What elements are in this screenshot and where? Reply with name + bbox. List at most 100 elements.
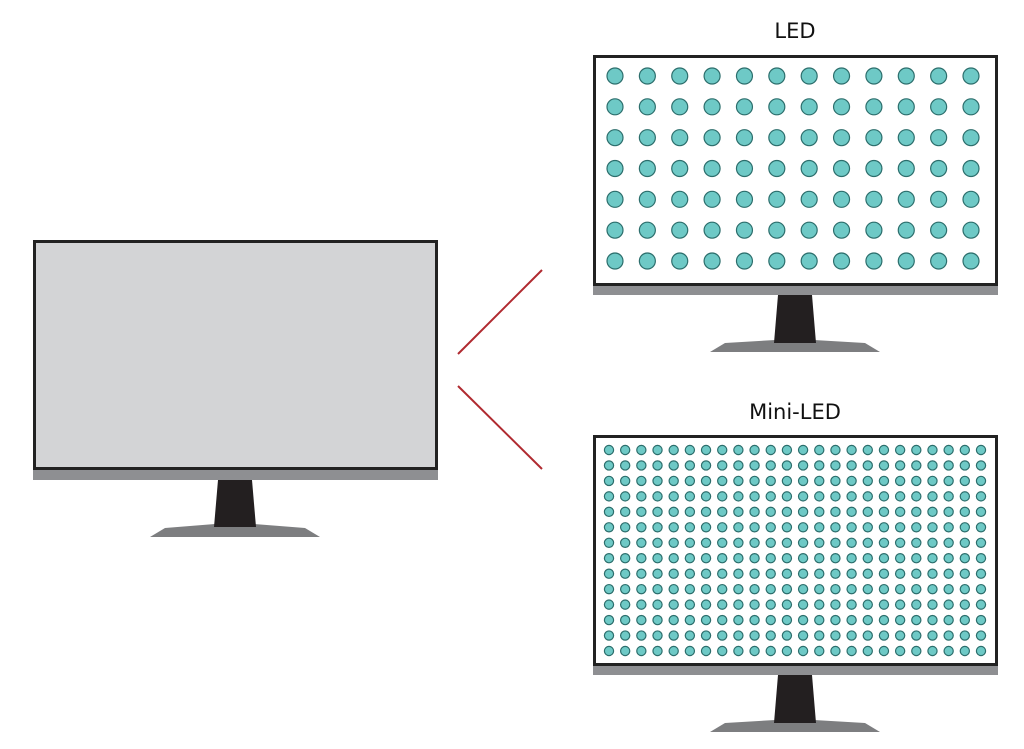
mini-led-dot bbox=[959, 645, 971, 657]
mini-led-dot bbox=[652, 460, 663, 471]
mini-led-dot bbox=[878, 553, 890, 564]
led-dot bbox=[671, 67, 689, 85]
mini-led-dot bbox=[862, 568, 873, 579]
mini-led-dot bbox=[684, 583, 696, 595]
mini-led-dot bbox=[765, 583, 776, 595]
led-dot bbox=[703, 67, 721, 85]
mini-led-dot bbox=[652, 645, 663, 657]
mini-led-dot bbox=[846, 506, 857, 518]
led-dot bbox=[735, 98, 754, 116]
led-dot bbox=[606, 190, 624, 208]
mini-led-dot bbox=[797, 630, 809, 641]
mini-led-dot bbox=[797, 583, 809, 595]
mini-led-dot bbox=[943, 444, 954, 456]
mini-led-dot bbox=[700, 553, 712, 564]
led-dot bbox=[930, 159, 948, 178]
led-dot bbox=[800, 67, 818, 85]
connector-line-to-led bbox=[457, 269, 543, 355]
mini-led-dot bbox=[668, 553, 679, 564]
mini-led-dot bbox=[765, 630, 776, 641]
mini-led-dot bbox=[943, 506, 954, 518]
mini-led-dot bbox=[765, 614, 776, 626]
mini-led-dot bbox=[619, 630, 631, 641]
mini-led-label: Mini-LED bbox=[749, 400, 841, 424]
mini-led-dot bbox=[765, 506, 776, 518]
mini-led-dot bbox=[781, 583, 793, 595]
led-dot bbox=[930, 252, 948, 270]
mini-led-dot bbox=[830, 444, 841, 456]
mini-led-dot bbox=[619, 475, 631, 487]
mini-led-dot bbox=[668, 537, 679, 548]
mini-led-dot bbox=[878, 506, 890, 518]
mini-led-dot bbox=[927, 599, 938, 610]
mini-led-dot bbox=[846, 537, 857, 548]
mini-led-dot bbox=[894, 444, 906, 456]
led-dot bbox=[865, 129, 883, 147]
mini-led-dot bbox=[781, 645, 793, 657]
monitor-screen bbox=[593, 435, 998, 666]
mini-led-dot bbox=[717, 614, 728, 626]
mini-led-dot bbox=[862, 537, 873, 548]
monitor-screen bbox=[593, 55, 998, 286]
mini-led-dot bbox=[943, 475, 954, 487]
mini-led-dot bbox=[603, 553, 615, 564]
led-monitor bbox=[593, 55, 998, 352]
mini-led-dot bbox=[652, 522, 663, 533]
mini-led-dot bbox=[652, 630, 663, 641]
led-dot bbox=[832, 67, 851, 85]
mini-led-dot bbox=[894, 614, 906, 626]
monitor-base bbox=[710, 720, 880, 732]
mini-led-dot bbox=[700, 614, 712, 626]
led-dot bbox=[800, 221, 818, 239]
led-dot bbox=[606, 159, 624, 178]
led-dot bbox=[832, 190, 851, 208]
led-dot bbox=[800, 98, 818, 116]
led-dot bbox=[897, 190, 915, 208]
mini-led-dot bbox=[975, 537, 987, 548]
mini-led-dot bbox=[717, 599, 728, 610]
mini-led-dot bbox=[959, 630, 971, 641]
mini-led-dot bbox=[619, 444, 631, 456]
mini-led-dot bbox=[652, 444, 663, 456]
led-dot bbox=[768, 67, 786, 85]
mini-led-dot bbox=[814, 568, 825, 579]
mini-led-dot bbox=[830, 553, 841, 564]
mini-led-dot bbox=[814, 475, 825, 487]
mini-led-dot bbox=[911, 537, 922, 548]
led-dot bbox=[606, 221, 624, 239]
mini-led-dot bbox=[749, 491, 760, 502]
mini-led-dot bbox=[894, 522, 906, 533]
led-dot bbox=[735, 252, 754, 270]
mini-led-dot bbox=[797, 537, 809, 548]
mini-led-dot bbox=[619, 568, 631, 579]
mini-led-dot bbox=[943, 460, 954, 471]
mini-led-dot bbox=[943, 553, 954, 564]
led-dot bbox=[768, 221, 786, 239]
monitor-screen bbox=[33, 240, 438, 470]
mini-led-dot bbox=[814, 491, 825, 502]
mini-led-dot bbox=[846, 614, 857, 626]
mini-led-dot bbox=[652, 537, 663, 548]
led-dot bbox=[606, 252, 624, 270]
led-dot bbox=[832, 221, 851, 239]
mini-led-dot bbox=[894, 537, 906, 548]
monitor-neck bbox=[214, 480, 256, 527]
led-dot bbox=[671, 190, 689, 208]
mini-led-dot bbox=[668, 460, 679, 471]
mini-led-dot bbox=[733, 491, 744, 502]
mini-led-dot bbox=[878, 614, 890, 626]
mini-led-dot bbox=[684, 599, 696, 610]
mini-led-dot bbox=[684, 444, 696, 456]
mini-led-dot bbox=[749, 444, 760, 456]
mini-led-dot bbox=[959, 553, 971, 564]
led-dot bbox=[606, 98, 624, 116]
mini-led-dot bbox=[619, 460, 631, 471]
mini-led-dot bbox=[846, 491, 857, 502]
led-dot bbox=[606, 67, 624, 85]
plain-monitor bbox=[33, 240, 438, 537]
mini-led-dot bbox=[797, 614, 809, 626]
mini-led-dot bbox=[846, 475, 857, 487]
mini-led-dot bbox=[975, 491, 987, 502]
led-dot bbox=[962, 98, 980, 116]
mini-led-dot bbox=[668, 475, 679, 487]
